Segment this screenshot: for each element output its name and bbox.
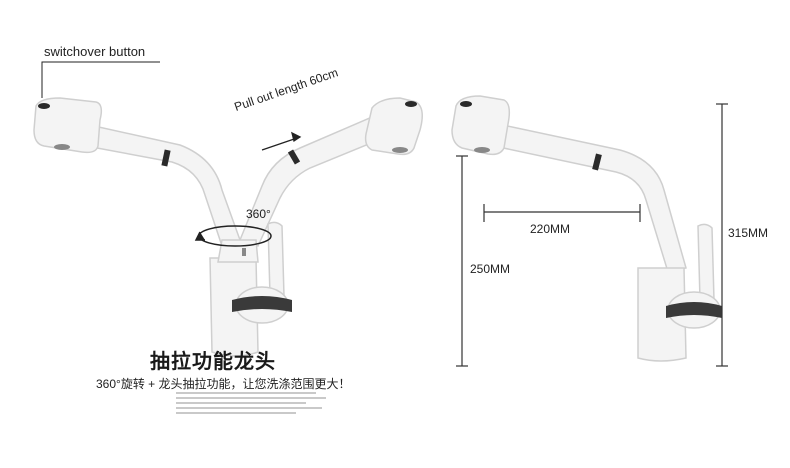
body-height-dimension-label: 250MM [470,262,511,276]
rotation-arrow [194,225,272,247]
rotation-degree-label: 360° [246,207,271,221]
width-dimension-label: 220MM [530,222,571,236]
caption-subtitle: 360°旋转 + 龙头抽拉功能，让您洗涤范围更大！ [96,377,351,391]
left-faucet [33,97,423,357]
left-faucet-details [38,101,417,312]
switchover-button-label: switchover button [44,44,146,59]
pull-direction-arrow [261,131,302,151]
total-height-dimension-label: 315MM [728,226,769,240]
fine-print-decoration [176,392,326,430]
switchover-callout-line [41,61,160,98]
caption-title: 抽拉功能龙头 [150,351,276,373]
dimension-lines [456,103,728,367]
right-faucet [451,95,721,362]
right-faucet-details [460,101,722,318]
